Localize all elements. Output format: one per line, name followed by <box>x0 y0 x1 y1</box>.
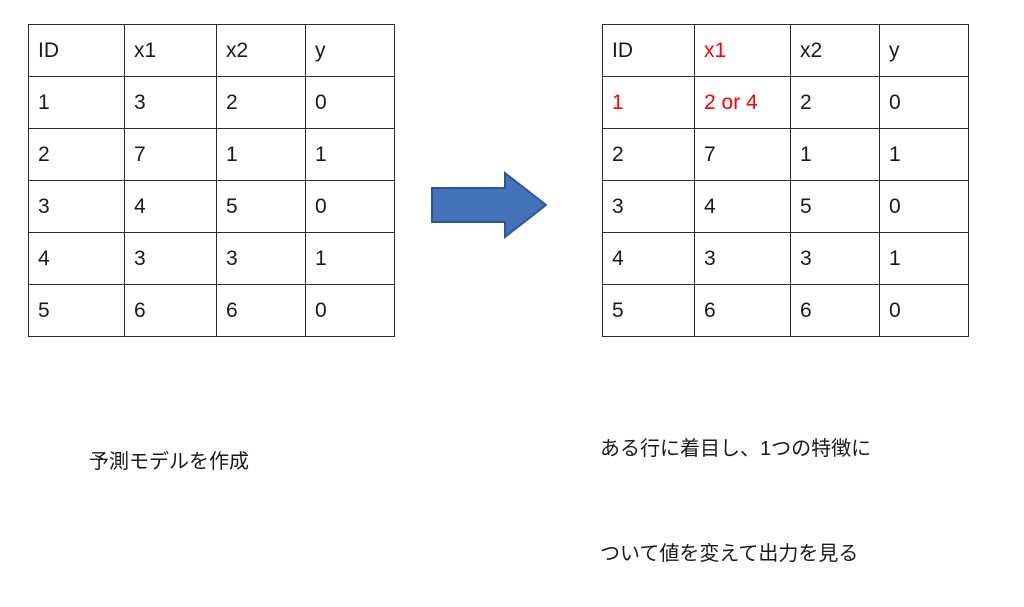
cell-x2: 3 <box>790 232 880 285</box>
cell-y: 0 <box>305 284 395 337</box>
cell-id: 1 <box>28 76 125 129</box>
right-caption-line-1: ある行に着目し、1つの特徴に <box>600 438 872 460</box>
cell-x1: 2 or 4 <box>694 76 791 129</box>
cell-id: 4 <box>602 232 695 285</box>
cell-y: 1 <box>879 232 969 285</box>
left-caption-line: 予測モデルを作成 <box>89 451 249 473</box>
table-row: 5 6 6 0 <box>602 284 969 337</box>
cell-x2: 1 <box>216 128 306 181</box>
cell-x1: 3 <box>124 76 217 129</box>
cell-id: 3 <box>28 180 125 233</box>
cell-y: 1 <box>879 128 969 181</box>
cell-id: 5 <box>28 284 125 337</box>
cell-x1: 7 <box>694 128 791 181</box>
column-header-x2: x2 <box>216 24 306 77</box>
cell-x1: 6 <box>124 284 217 337</box>
cell-id: 4 <box>28 232 125 285</box>
cell-x2: 6 <box>790 284 880 337</box>
cell-x2: 5 <box>216 180 306 233</box>
column-header-x1: x1 <box>124 24 217 77</box>
column-header-x1: x1 <box>694 24 791 77</box>
cell-x1: 7 <box>124 128 217 181</box>
cell-y: 1 <box>305 232 395 285</box>
cell-y: 0 <box>305 76 395 129</box>
cell-y: 0 <box>879 180 969 233</box>
column-header-y: y <box>305 24 395 77</box>
table-row: 3 4 5 0 <box>602 180 969 233</box>
column-header-y: y <box>879 24 969 77</box>
cell-y: 0 <box>305 180 395 233</box>
cell-x2: 2 <box>216 76 306 129</box>
right-caption-line-2: ついて値を変えて出力を見る <box>600 543 859 565</box>
cell-id: 2 <box>28 128 125 181</box>
cell-x2: 3 <box>216 232 306 285</box>
cell-x1: 4 <box>124 180 217 233</box>
cell-id: 3 <box>602 180 695 233</box>
table-row: 3 4 5 0 <box>28 180 395 233</box>
cell-x2: 1 <box>790 128 880 181</box>
cell-x2: 5 <box>790 180 880 233</box>
cell-y: 0 <box>879 76 969 129</box>
table-row: 4 3 3 1 <box>602 232 969 285</box>
cell-id: 1 <box>602 76 695 129</box>
cell-x1: 3 <box>694 232 791 285</box>
table-row: 2 7 1 1 <box>602 128 969 181</box>
cell-y: 0 <box>879 284 969 337</box>
right-caption: ある行に着目し、1つの特徴に ついて値を変えて出力を見る <box>600 362 871 607</box>
cell-id: 2 <box>602 128 695 181</box>
table-row: 1 3 2 0 <box>28 76 395 129</box>
table-row: 2 7 1 1 <box>28 128 395 181</box>
cell-x2: 2 <box>790 76 880 129</box>
cell-x1: 4 <box>694 180 791 233</box>
cell-id: 5 <box>602 284 695 337</box>
column-header-x2: x2 <box>790 24 880 77</box>
right-arrow-icon <box>431 170 547 240</box>
source-data-table: ID x1 x2 y 1 3 2 0 2 7 1 1 3 4 5 0 4 3 3… <box>28 24 395 337</box>
table-row: 5 6 6 0 <box>28 284 395 337</box>
cell-x1: 3 <box>124 232 217 285</box>
table-row: 4 3 3 1 <box>28 232 395 285</box>
table-header-row: ID x1 x2 y <box>28 24 395 77</box>
left-caption: 予測モデルを作成 <box>89 375 249 515</box>
perturbed-data-table: ID x1 x2 y 1 2 or 4 2 0 2 7 1 1 3 4 5 0 … <box>602 24 969 337</box>
table-row-highlighted: 1 2 or 4 2 0 <box>602 76 969 129</box>
column-header-id: ID <box>602 24 695 77</box>
cell-y: 1 <box>305 128 395 181</box>
column-header-id: ID <box>28 24 125 77</box>
cell-x1: 6 <box>694 284 791 337</box>
table-header-row: ID x1 x2 y <box>602 24 969 77</box>
cell-x2: 6 <box>216 284 306 337</box>
